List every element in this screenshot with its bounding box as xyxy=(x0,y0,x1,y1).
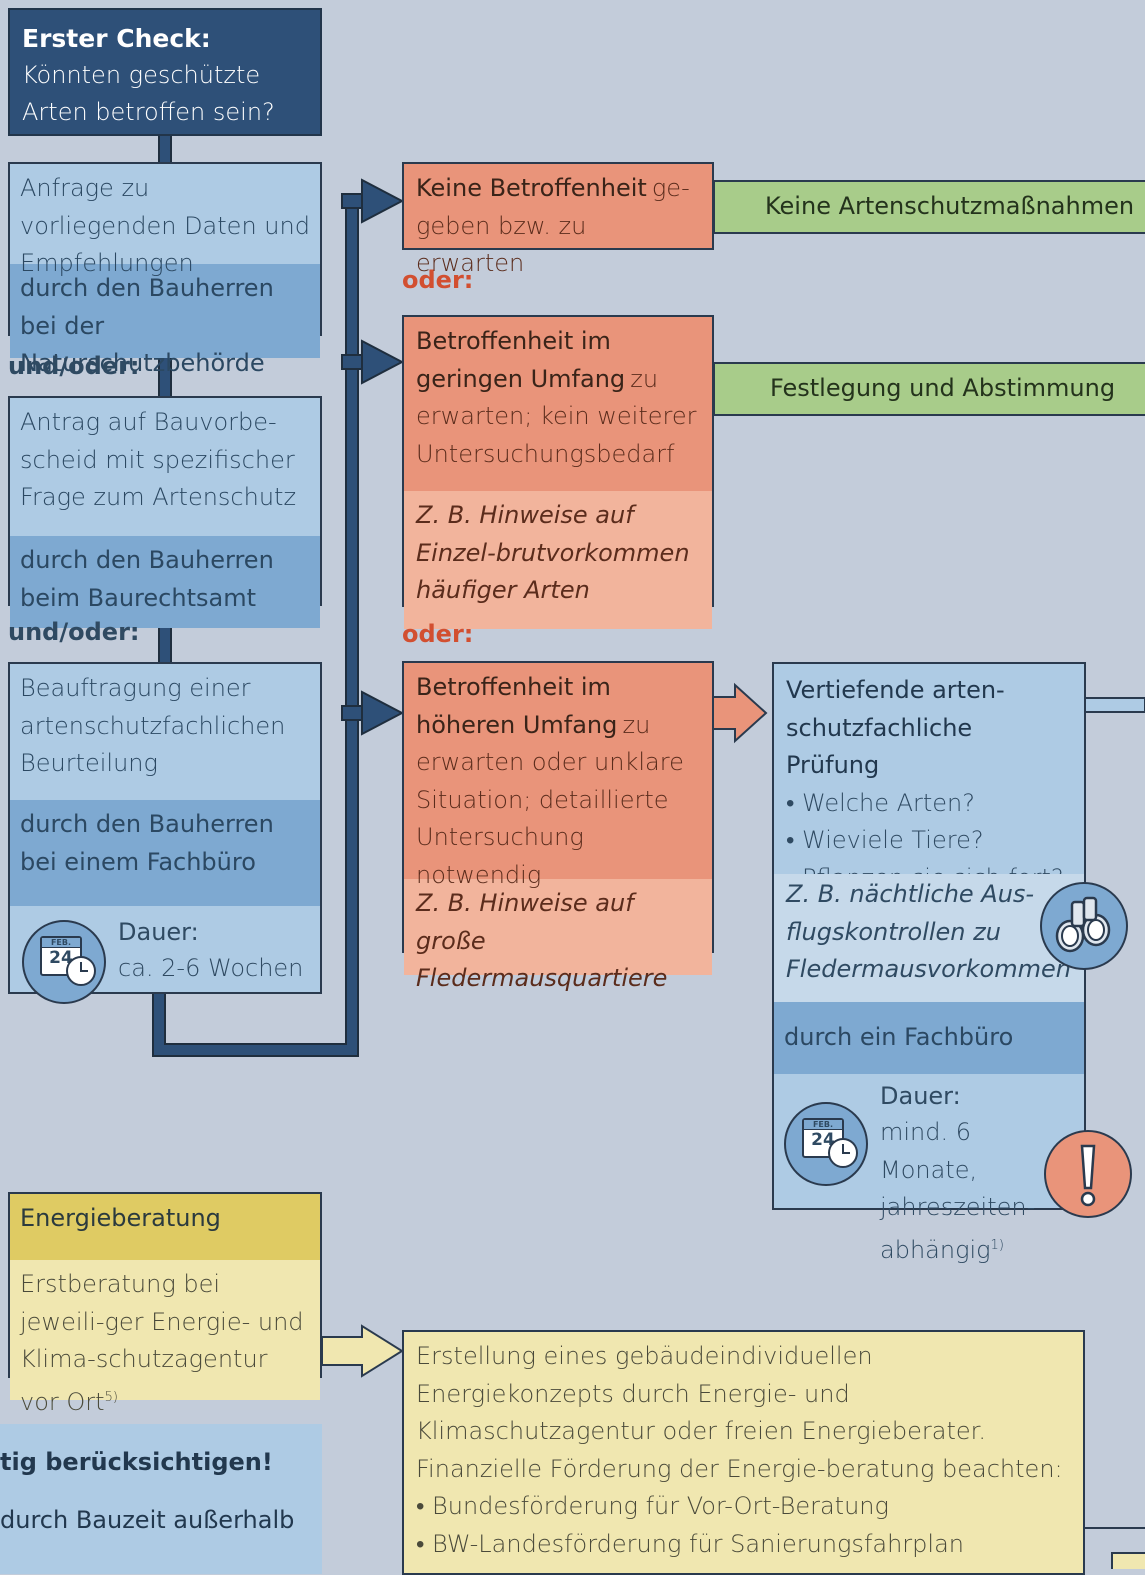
step-expert-duration: FEB. 24 Dauer: ca. 2-6 Wochen xyxy=(10,906,320,1016)
arrow-to-energy-concept xyxy=(321,1324,404,1378)
step-request-by: durch den Bauherren bei der Naturschutzb… xyxy=(10,264,320,377)
energy-concept-text: Erstellung eines gebäudeindividuellen En… xyxy=(416,1342,1063,1483)
deep-species-check: Vertiefende arten-schutzfachliche Prüfun… xyxy=(772,662,1128,1264)
step-expert-assessment: Beauftragung einer artenschutzfachlichen… xyxy=(8,662,322,1004)
outcome-low-impact-example: Z. B. Hinweise auf Einzel-brutvorkommen … xyxy=(404,491,712,629)
and-or-label-2: und/oder: xyxy=(8,618,140,646)
first-check-title: Erster Check: xyxy=(22,24,211,53)
consider-note-box: tig berücksichtigen! durch Bauzeit außer… xyxy=(0,1424,322,1574)
step-request-text: Anfrage zu vorliegenden Daten und Empfeh… xyxy=(10,164,320,277)
outcome-no-impact-rest: ge-geben bzw. zu erwarten xyxy=(416,174,690,277)
arrow-to-deep-check xyxy=(711,682,768,744)
outcome-high-impact-rest: zu erwarten oder unklare Situation; deta… xyxy=(416,710,684,889)
result-no-measures-text: Keine Artenschutzmaßnahmen xyxy=(765,192,1135,221)
outcome-high-impact-example: Z. B. Hinweise auf große Fledermausquart… xyxy=(404,879,712,992)
first-check-header: Erster Check: Könnten geschützte Arten b… xyxy=(8,8,322,136)
deep-check-title: Vertiefende arten-schutzfachliche Prüfun… xyxy=(786,676,1005,779)
deep-check-by: durch ein Fachbüro xyxy=(774,1002,1084,1074)
deep-duration-value: mind. 6 Monate, jahreszeiten-abhängig1) xyxy=(880,1118,1036,1264)
outcome-no-impact: Keine Betroffenheit ge-geben bzw. zu erw… xyxy=(402,162,714,277)
step-request-authority: Anfrage zu vorliegenden Daten und Empfeh… xyxy=(8,162,322,377)
result-no-measures: Keine Artenschutzmaßnahmen xyxy=(713,180,1145,234)
funding-item: • BW-Landesförderung für Sanierungsfahrp… xyxy=(416,1529,964,1558)
note-title: tig berücksichtigen! xyxy=(0,1448,273,1476)
energy-text: Erstberatung bei jeweili-ger Energie- un… xyxy=(10,1260,320,1416)
arrow-to-outcome3 xyxy=(341,690,405,736)
calendar-clock-icon: FEB. 24 xyxy=(784,1102,868,1186)
step-permit-by: durch den Bauherren beim Baurechtsamt xyxy=(10,536,320,628)
outcome-high-impact: Betroffenheit im höheren Umfang zu erwar… xyxy=(402,661,714,992)
outcome-no-impact-bold: Keine Betroffenheit xyxy=(416,174,647,202)
and-or-label-1: und/oder: xyxy=(8,352,140,380)
step-building-permit: Antrag auf Bauvorbe-scheid mit spezifisc… xyxy=(8,396,322,628)
first-check-question: Könnten geschützte Arten betroffen sein? xyxy=(22,61,275,126)
calendar-clock-icon: FEB. 24 xyxy=(22,920,106,1004)
energy-title: Energieberatung xyxy=(10,1194,320,1260)
arrow-to-outcome2 xyxy=(341,339,405,385)
outcome-low-impact-bold: Betroffenheit im geringen Umfang xyxy=(416,327,626,393)
funding-list: • Bundesförderung für Vor-Ort-Beratung •… xyxy=(416,1488,1071,1563)
funding-item: • Bundesförderung für Vor-Ort-Beratung xyxy=(416,1492,889,1520)
result-agreement: Festlegung und Abstimmung xyxy=(713,362,1145,416)
note-text: durch Bauzeit außerhalb xyxy=(0,1505,295,1534)
energy-consulting-box: Energieberatung Erstberatung bei jeweili… xyxy=(8,1192,322,1416)
result-agreement-text: Festlegung und Abstimmung xyxy=(770,374,1116,403)
arrow-to-outcome1 xyxy=(341,178,405,224)
or-label-2: oder: xyxy=(402,620,474,648)
outcome-low-impact: Betroffenheit im geringen Umfang zu erwa… xyxy=(402,315,714,629)
duration-label: Dauer: xyxy=(118,918,199,946)
warning-exclamation-icon xyxy=(1044,1130,1132,1218)
outcome-low-impact-rest: zu erwarten; kein weiterer Untersuchungs… xyxy=(416,364,697,468)
step-permit-text: Antrag auf Bauvorbe-scheid mit spezifisc… xyxy=(10,398,320,536)
deep-check-question: • Wieviele Tiere? xyxy=(786,826,984,854)
step-expert-by: durch den Bauherren bei einem Fachbüro xyxy=(10,800,320,906)
deep-duration-label: Dauer: xyxy=(880,1082,961,1110)
outcome-high-impact-bold: Betroffenheit im höheren Umfang xyxy=(416,673,618,739)
deep-check-question: • Welche Arten? xyxy=(786,788,975,817)
step-expert-text: Beauftragung einer artenschutzfachlichen… xyxy=(10,664,320,800)
or-label-1: oder: xyxy=(402,266,474,294)
duration-value: ca. 2-6 Wochen xyxy=(118,954,304,982)
energy-concept-box: Erstellung eines gebäudeindividuellen En… xyxy=(402,1330,1085,1575)
binoculars-icon xyxy=(1040,882,1128,970)
deep-check-example: Z. B. nächtliche Aus-flugskontrollen zu … xyxy=(786,880,1071,983)
